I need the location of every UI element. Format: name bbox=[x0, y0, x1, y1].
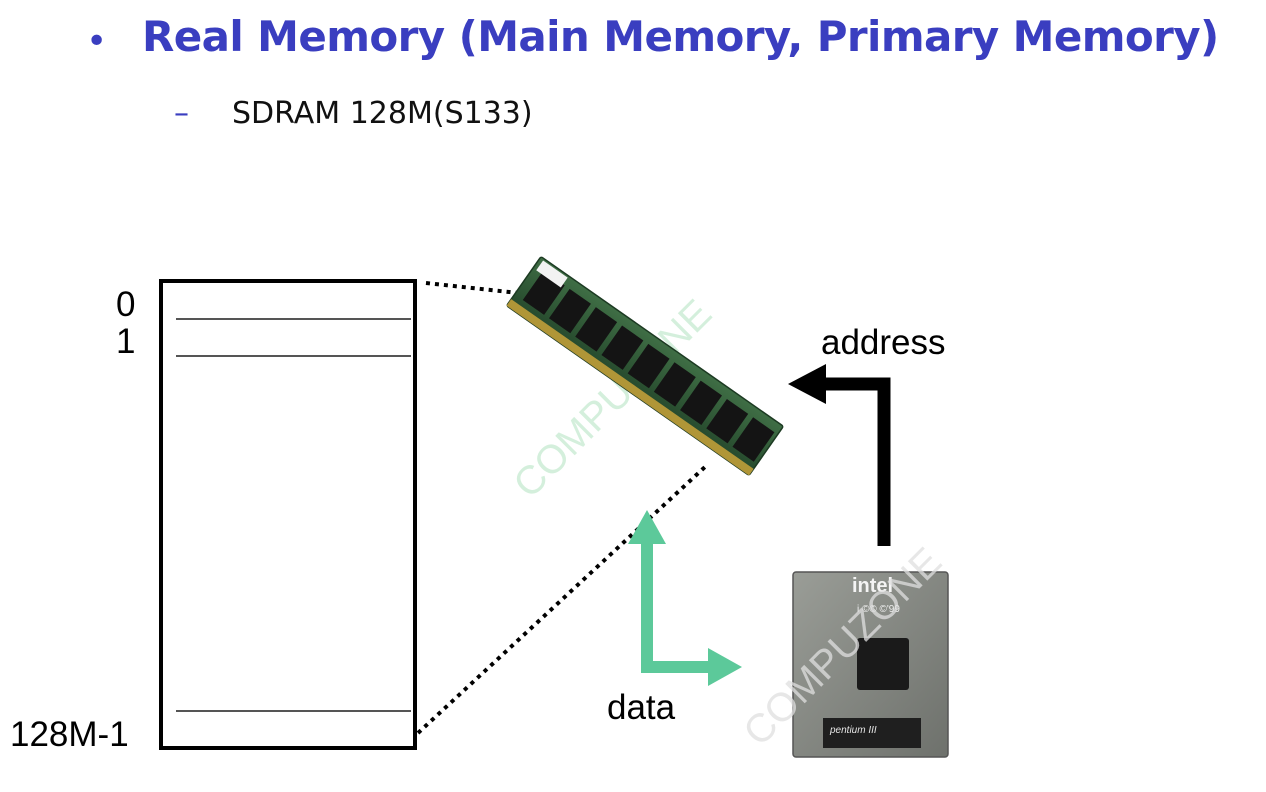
ram-module bbox=[506, 256, 784, 476]
data-arrowhead-up bbox=[628, 510, 666, 544]
cpu-label-plate bbox=[823, 718, 921, 748]
cpu-brand: intel bbox=[852, 575, 893, 597]
address-label: address bbox=[821, 323, 946, 362]
slide-heading: Real Memory (Main Memory, Primary Memory… bbox=[142, 12, 1219, 61]
ram-chips bbox=[522, 270, 775, 462]
address-arrow-shaft bbox=[822, 377, 891, 546]
address-last-label: 128M-1 bbox=[10, 715, 129, 754]
data-label: data bbox=[607, 688, 676, 727]
address-arrowhead bbox=[788, 364, 826, 404]
bullet-dot: • bbox=[86, 21, 108, 62]
memory-map-box bbox=[159, 279, 417, 750]
cpu-die bbox=[857, 638, 909, 690]
cpu-model: pentium III bbox=[829, 725, 877, 736]
cpu-chip: intel i ©© ©'99 pentium III bbox=[792, 571, 949, 758]
ram-gold-contacts bbox=[506, 299, 754, 476]
sub-bullet-dash: – bbox=[174, 96, 189, 131]
address-1-label: 1 bbox=[116, 322, 136, 361]
cpu-marking: i ©© ©'99 bbox=[857, 604, 900, 615]
sub-bullet-text: SDRAM 128M(S133) bbox=[232, 96, 533, 131]
address-0-label: 0 bbox=[116, 285, 136, 324]
data-arrow-shaft bbox=[641, 540, 712, 673]
ram-sticker bbox=[536, 260, 568, 288]
data-arrowhead-right bbox=[708, 648, 742, 686]
zoom-line-bottom bbox=[416, 464, 708, 735]
